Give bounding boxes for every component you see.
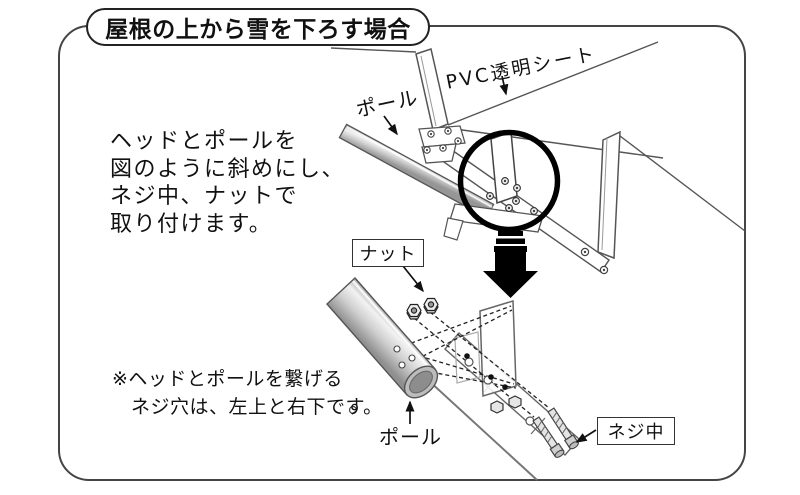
instruction-line: ヘッドとポールを [110,129,299,154]
footnote-line: ※ヘッドとポールを繋げる [112,368,343,390]
screw-arrow [575,429,597,443]
head-on-roof-illustration [330,41,746,232]
label-pointers [383,75,597,443]
label-nut: ナット [352,239,424,267]
instruction-line: 取り付けます。 [110,211,273,237]
section-title-text: 屋根の上から雪を下ろす場合 [105,17,411,43]
pvc-sheet-arrow [499,75,509,96]
instruction-text: ヘッドとポールを 図のように斜めにし、 ネジ中、ナットで 取り付けます。 [110,128,345,238]
instruction-line: 図のように斜めにし、 [110,156,346,182]
magnifier-circle [457,129,561,233]
instruction-line: ネジ中、ナットで [110,184,299,209]
pole-top-arrow [383,115,398,136]
label-nut-text: ナット [359,244,417,265]
left-blade [415,48,449,132]
nut-arrow [402,265,424,293]
footnote-line: ネジ穴は、左上と右下です。 [131,396,383,418]
left-bracket [418,125,466,164]
label-screw-medium: ネジ中 [597,417,675,445]
label-pole-bottom: ポール [379,425,442,449]
screws-medium [532,407,579,458]
exploded-view [326,276,580,481]
section-title: 屋根の上から雪を下ろす場合 [86,8,430,46]
channel-screw-heads [490,395,522,414]
label-screw-medium-text: ネジ中 [607,422,665,443]
pvc-sheet-top-edge [447,41,659,126]
pole-tube-bottom [326,276,439,415]
right-blade [597,130,621,260]
hex-nuts [406,297,439,320]
head-beam [440,147,610,275]
down-arrow [483,231,538,298]
footnote-text: ※ヘッドとポールを繋げる ネジ穴は、左上と右下です。 [112,365,383,421]
